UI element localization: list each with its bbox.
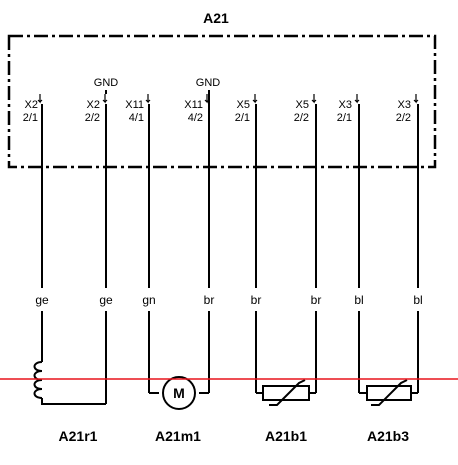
svg-text:4/2: 4/2 <box>188 112 203 124</box>
component-label-a21b3: A21b3 <box>367 428 409 444</box>
svg-text:X2: X2 <box>87 99 100 111</box>
module-title: A21 <box>203 10 229 26</box>
svg-text:4/1: 4/1 <box>129 112 144 124</box>
svg-text:X3: X3 <box>398 99 411 111</box>
pin-arrow-icon <box>37 94 43 104</box>
component-label-a21r1: A21r1 <box>59 428 98 444</box>
svg-text:X5: X5 <box>237 99 250 111</box>
svg-text:X11: X11 <box>184 99 203 111</box>
pin-x3-1: X3 2/1 <box>337 94 360 124</box>
pin-arrow-icon <box>413 94 419 104</box>
pin-arrow-icon <box>354 94 360 104</box>
module-box <box>7 34 437 169</box>
svg-text:2/2: 2/2 <box>85 112 100 124</box>
svg-text:X2: X2 <box>25 99 38 111</box>
svg-text:M: M <box>173 385 185 401</box>
pin-x2-1: X2 2/1 <box>23 94 43 124</box>
wire-label: br <box>204 293 215 307</box>
svg-text:X5: X5 <box>296 99 309 111</box>
pin-arrow-icon <box>145 94 151 104</box>
wire-label: br <box>311 293 322 307</box>
sensor-icon-b1 <box>256 379 316 406</box>
pin-arrow-icon <box>252 94 258 104</box>
svg-text:2/1: 2/1 <box>23 112 38 124</box>
svg-text:2/2: 2/2 <box>396 112 411 124</box>
wire-label: ge <box>99 293 113 307</box>
pin-x3-2: X3 2/2 <box>396 94 419 124</box>
motor-icon: M <box>149 376 209 410</box>
wire-label: bl <box>354 293 363 307</box>
coil-icon <box>33 361 106 405</box>
component-label-a21m1: A21m1 <box>155 428 201 444</box>
svg-text:2/1: 2/1 <box>337 112 352 124</box>
gnd-label-x11: GND <box>196 77 221 89</box>
pin-x11-4-2: X11 4/2 <box>184 94 210 124</box>
pin-arrow-icon <box>311 94 317 104</box>
svg-text:X11: X11 <box>125 99 144 111</box>
gnd-label-x2: GND <box>94 77 119 89</box>
pin-x5-2: X5 2/2 <box>294 94 317 124</box>
pin-x11-4-1: X11 4/1 <box>125 94 151 124</box>
svg-text:2/2: 2/2 <box>294 112 309 124</box>
wire-label: br <box>251 293 262 307</box>
pin-arrow-icon <box>102 94 108 104</box>
pin-x2-2: X2 2/2 <box>85 94 108 124</box>
sensor-icon-b3 <box>359 379 418 406</box>
component-label-a21b1: A21b1 <box>265 428 307 444</box>
wire-label: bl <box>413 293 422 307</box>
wire-label: gn <box>142 293 155 307</box>
svg-text:2/1: 2/1 <box>235 112 250 124</box>
wire-label: ge <box>35 293 49 307</box>
svg-text:X3: X3 <box>339 99 352 111</box>
pin-x5-1: X5 2/1 <box>235 94 258 124</box>
